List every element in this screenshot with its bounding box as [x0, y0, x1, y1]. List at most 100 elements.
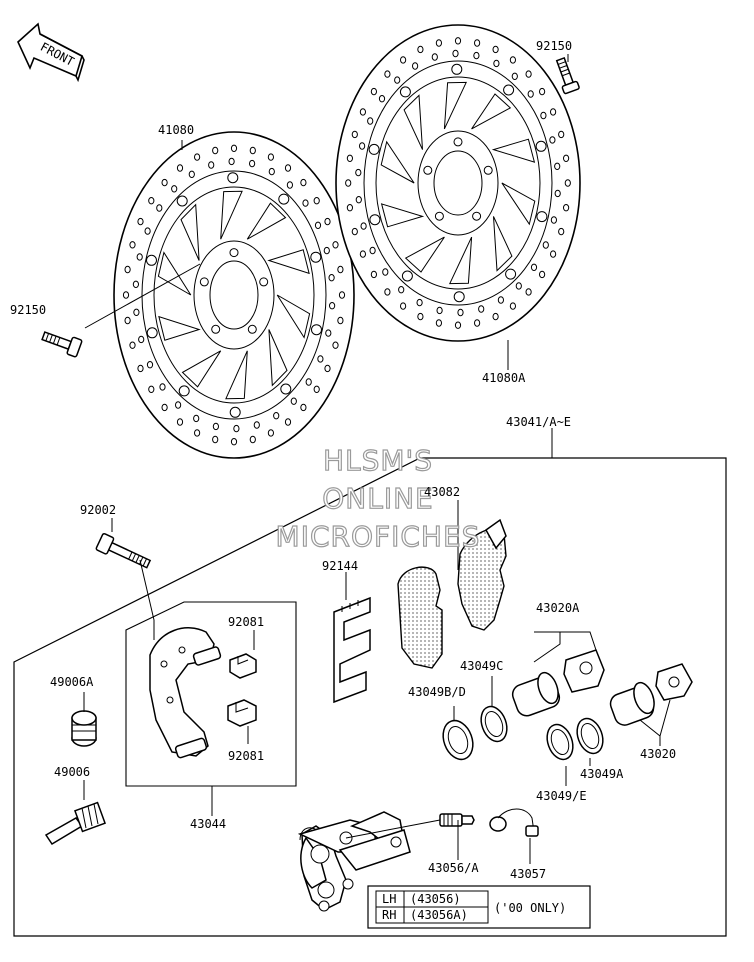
- disc-left-drill-hole: [136, 253, 143, 261]
- disc-left-drill-hole: [208, 161, 215, 169]
- disc-left-drill-hole: [338, 291, 346, 299]
- disc-right-drill-hole: [359, 250, 366, 258]
- disc-left-drill-hole: [133, 308, 140, 316]
- disc-right-drill-hole: [525, 70, 532, 78]
- disc-right-drill-hole: [367, 117, 374, 125]
- disc-right-drill-hole: [550, 216, 558, 224]
- disc-right-drill-hole: [400, 302, 407, 310]
- disc-left-spoke-cutout: [225, 350, 248, 400]
- caliper-assembly-outline: [13, 457, 727, 937]
- disc-left-spoke-cutout: [267, 249, 310, 275]
- disc-right-drill-hole: [346, 154, 353, 163]
- disc-right-drill-hole: [400, 56, 407, 64]
- pin-49006: [44, 801, 106, 846]
- disc-right-spoke-cutout: [501, 182, 536, 226]
- disc-right-drill-hole: [398, 286, 405, 294]
- piston-insulator-43020A: [563, 649, 605, 693]
- disc-right-spoke-cutout: [471, 93, 512, 130]
- disc-left-drill-hole: [324, 364, 331, 373]
- disc-right-drill-hole: [457, 308, 464, 317]
- bolt-92150-left: [41, 331, 83, 358]
- leader-lines: [83, 54, 671, 864]
- disc-left-drill-hole: [329, 302, 336, 310]
- disc-left-drill-hole: [193, 414, 200, 423]
- label-43020: 43020: [640, 747, 676, 761]
- watermark-line3: MICROFICHES: [276, 520, 481, 553]
- disc-right-mount-hole: [472, 211, 482, 221]
- label-43049E: 43049/E: [536, 789, 587, 803]
- disc-right-drill-hole: [540, 111, 547, 120]
- watermark-line1: HLSM'S: [323, 444, 433, 477]
- disc-left-spoke-cutout: [157, 251, 192, 296]
- seal-43049E: [546, 723, 574, 761]
- disc-left-drill-hole: [313, 197, 320, 205]
- disc-right-drill-hole: [509, 56, 517, 64]
- disc-right-drill-hole: [558, 130, 565, 139]
- disc-left-drill-hole: [138, 335, 145, 344]
- disc-right-spoke-cutout: [380, 203, 425, 228]
- disc-right-rivet: [536, 211, 548, 223]
- spec-table: LH (43056) RH (43056A) ('00 ONLY): [367, 885, 591, 929]
- disc-left-drill-hole: [132, 280, 139, 288]
- spec-row1-side: LH: [382, 892, 396, 906]
- disc-right-drill-hole: [497, 296, 504, 304]
- disc-right-drill-hole: [416, 298, 423, 307]
- disc-right-drill-hole: [563, 204, 570, 212]
- disc-right-drill-hole: [369, 246, 376, 255]
- shim-92144: [333, 596, 371, 704]
- disc-right-drill-hole: [360, 222, 367, 230]
- disc-left-drill-hole: [325, 329, 332, 337]
- disc-right-drill-hole: [384, 70, 391, 78]
- disc-left-drill-hole: [314, 221, 322, 230]
- disc-right-spoke-cutout: [449, 236, 473, 285]
- disc-left-drill-hole: [159, 383, 166, 391]
- disc-left-drill-hole: [337, 265, 344, 274]
- brake-pad-43082-outer: [457, 518, 507, 631]
- disc-right-mount-hole: [453, 137, 463, 147]
- disc-right-drill-hole: [345, 179, 352, 187]
- disc-right-drill-hole: [511, 72, 518, 81]
- disc-left-drill-hole: [249, 146, 256, 155]
- disc-left-spoke-cutout: [276, 294, 311, 339]
- disc-right-drill-hole: [351, 227, 358, 236]
- disc-right-drill-hole: [370, 270, 377, 279]
- disc-left-rivet: [176, 195, 188, 207]
- disc-left-mount-hole: [199, 277, 209, 287]
- disc-right-drill-hole: [539, 270, 546, 279]
- label-49006: 49006: [54, 765, 90, 779]
- disc-right-drill-hole: [542, 241, 549, 249]
- disc-right-drill-hole: [473, 51, 480, 60]
- spec-row2-part: (43056A): [410, 908, 468, 922]
- disc-left-drill-hole: [313, 385, 320, 393]
- disc-right-spoke-cutout: [491, 138, 536, 163]
- label-92144: 92144: [322, 559, 358, 573]
- disc-left-drill-hole: [230, 438, 238, 446]
- label-43049A: 43049A: [580, 767, 624, 781]
- disc-right-drill-hole: [539, 87, 546, 96]
- disc-right-drill-hole: [563, 154, 570, 163]
- piston-43020A: [511, 671, 561, 717]
- disc-right-drill-hole: [554, 189, 561, 198]
- disc-left-rivet: [178, 385, 190, 397]
- disc-left-drill-hole: [337, 316, 344, 325]
- disc-right-drill-hole: [384, 288, 391, 296]
- brake-disc-41080A: [335, 24, 581, 342]
- disc-left-drill-hole: [176, 418, 184, 426]
- label-92081-bottom: 92081: [228, 749, 264, 763]
- disc-right-drill-hole: [412, 62, 419, 70]
- disc-left-drill-hole: [300, 403, 307, 412]
- disc-left-drill-hole: [302, 199, 309, 207]
- disc-left-mount-hole: [211, 324, 221, 334]
- seal-43049C: [480, 705, 508, 743]
- disc-left-rivet: [227, 172, 239, 184]
- spec-note: ('00 ONLY): [494, 901, 566, 915]
- disc-left-drill-hole: [317, 355, 324, 363]
- disc-left-rivet: [229, 406, 241, 418]
- disc-left-drill-hole: [249, 159, 256, 168]
- disc-right-drill-hole: [382, 268, 389, 276]
- disc-right-drill-hole: [355, 168, 362, 177]
- label-43044: 43044: [190, 817, 226, 831]
- disc-left-drill-hole: [129, 341, 136, 349]
- disc-left-drill-hole: [194, 429, 201, 437]
